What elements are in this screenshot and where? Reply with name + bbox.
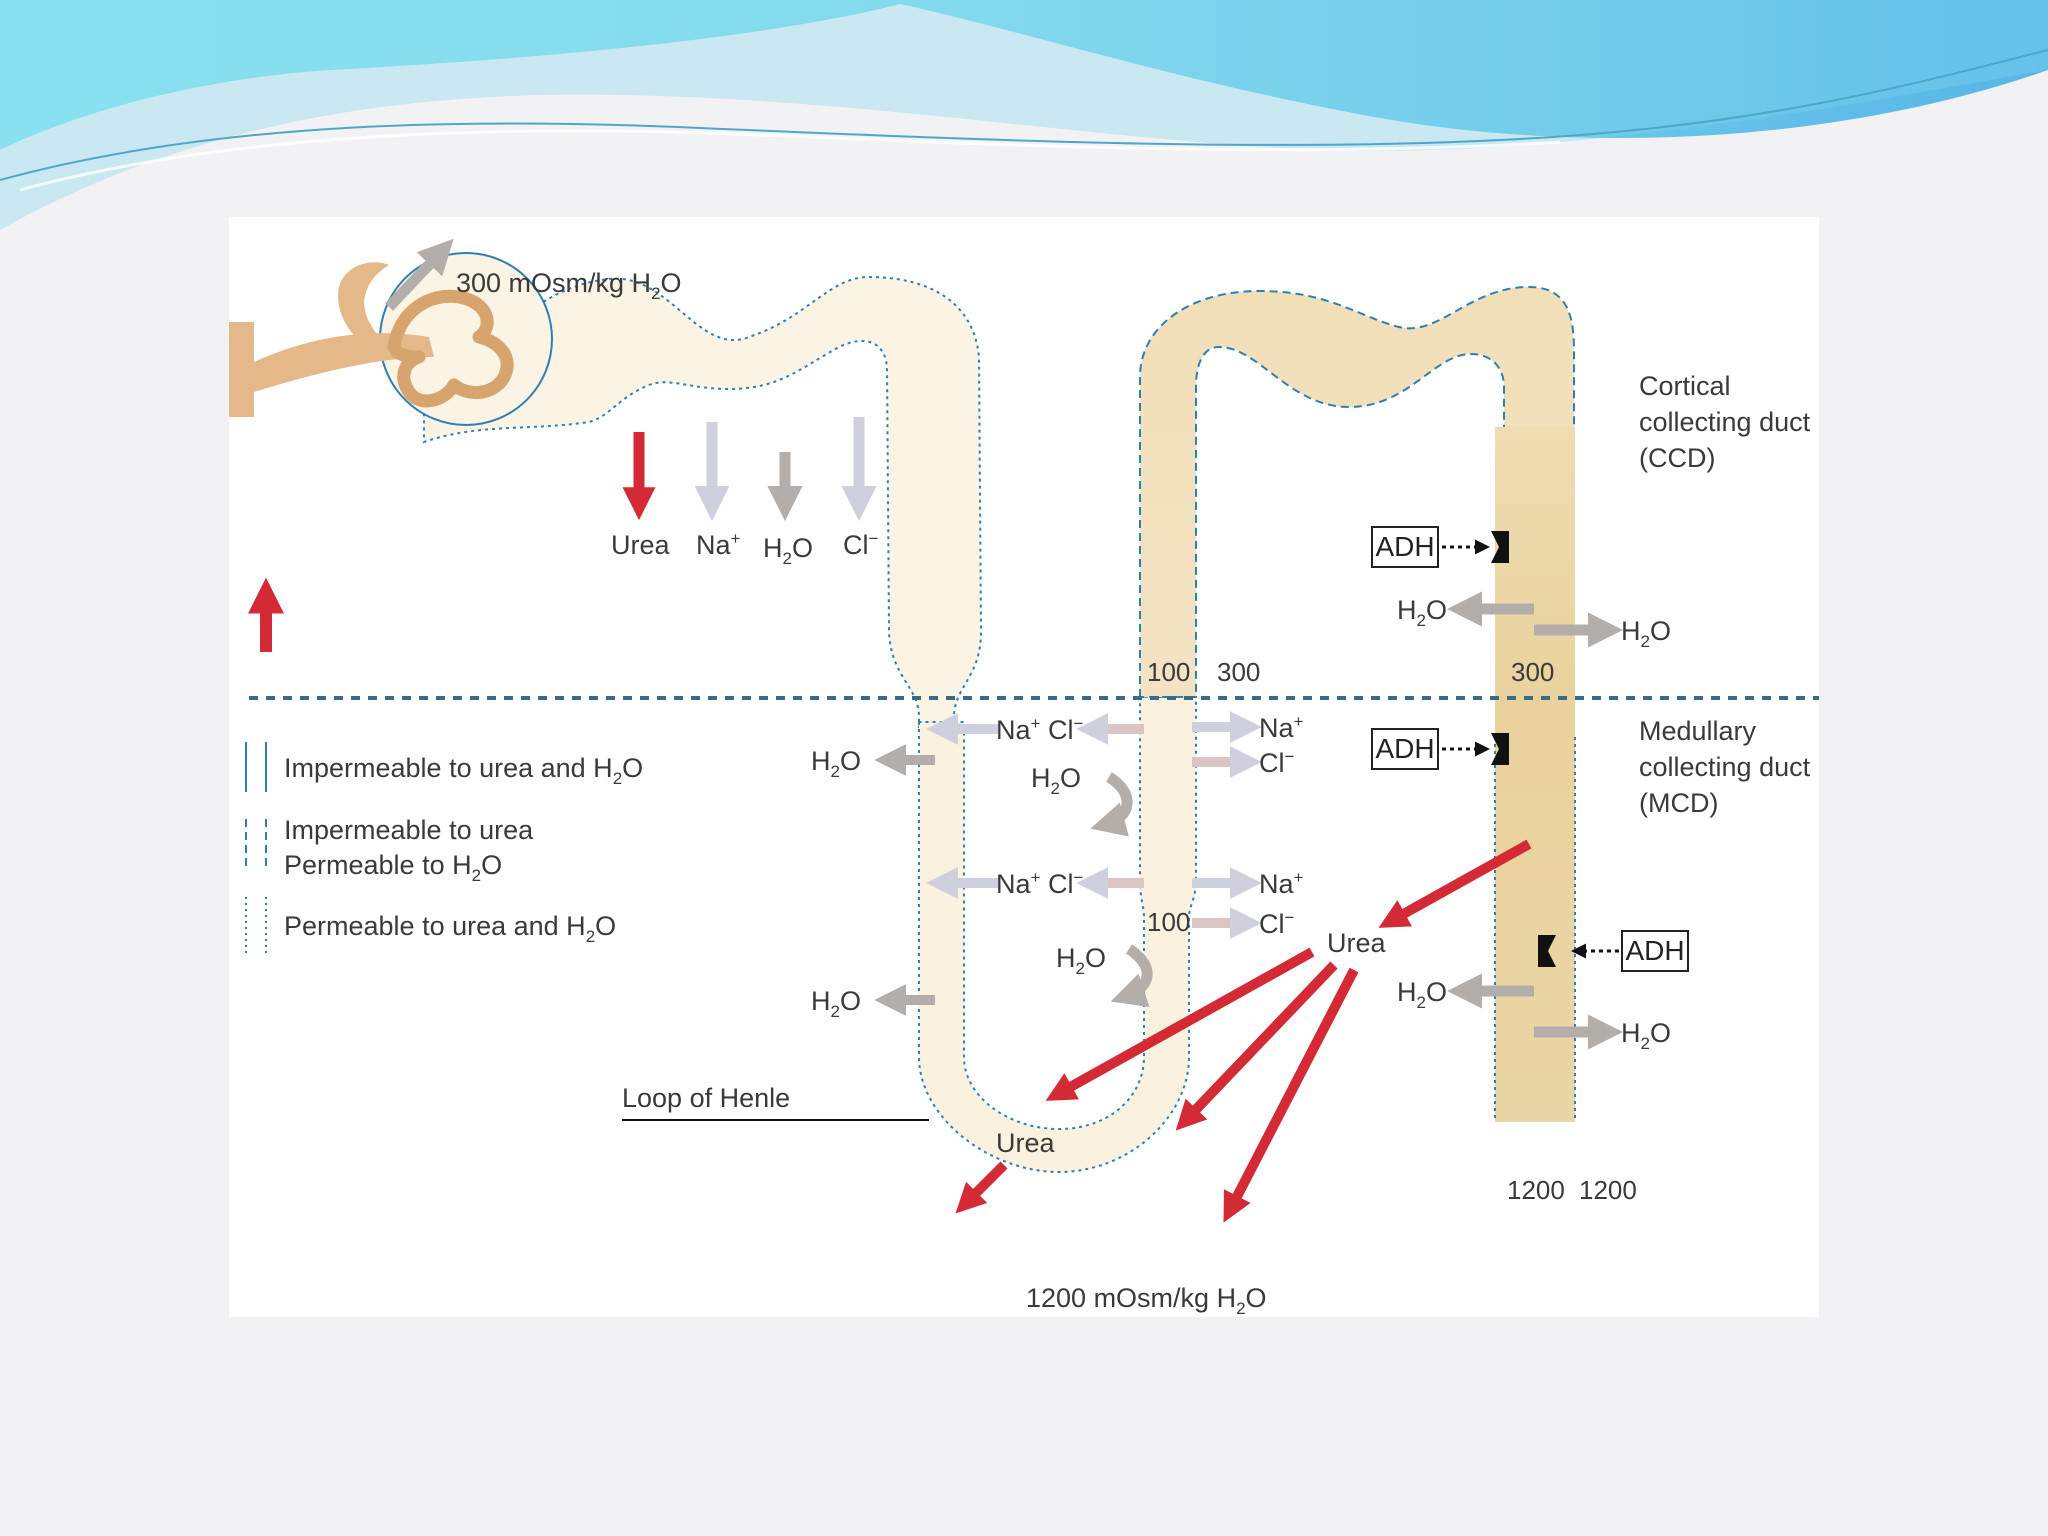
asc-h2o-label-1: H2O	[1031, 763, 1081, 798]
mcd-h2o-right-label: H2O	[1621, 1018, 1671, 1053]
adh-inner-label: ADH	[1625, 935, 1684, 966]
cortical-label-1: Cortical	[1639, 371, 1731, 401]
desc-h2o-label-1: H2O	[811, 746, 861, 781]
na-label-proximal: Na+	[696, 529, 741, 560]
ccd-h2o-left-label: H2O	[1397, 595, 1447, 630]
medullary-label-3: (MCD)	[1639, 788, 1718, 818]
cl-label-proximal: Cl−	[843, 529, 879, 560]
adh-cortical: ADH	[1371, 526, 1509, 568]
h2o-curve-arrow-1	[1090, 772, 1133, 837]
urea-label-proximal: Urea	[611, 530, 671, 560]
bottom-osm-label: 1200 mOsm/kg H2O	[1026, 1283, 1267, 1317]
ccd-h2o-right-label: H2O	[1621, 616, 1671, 651]
top-osm-label: 300 mOsm/kg H2O	[456, 268, 682, 303]
adh-cortical-label: ADH	[1375, 531, 1434, 562]
na-out-label-1: Na+	[1259, 712, 1304, 743]
na-out-label-2: Na+	[1259, 868, 1304, 899]
h2o-curve-arrow-2	[1110, 944, 1153, 1008]
efferent-arrow	[385, 238, 454, 311]
urea-label-interstitium: Urea	[1327, 928, 1387, 958]
nephron-diagram: ADH ADH ADH	[229, 238, 1819, 1317]
urea-label-loop: Urea	[996, 1128, 1056, 1158]
num-1200-left: 1200	[1507, 1175, 1565, 1205]
legend-dotted-label: Permeable to urea and H2O	[284, 911, 616, 946]
num-1200-right: 1200	[1579, 1175, 1637, 1205]
desc-h2o-label-2: H2O	[811, 986, 861, 1021]
asc-h2o-label-2: H2O	[1056, 943, 1106, 978]
adh-medullary: ADH	[1371, 728, 1509, 770]
legend-solid-label: Impermeable to urea and H2O	[284, 753, 643, 788]
medullary-label-1: Medullary	[1639, 716, 1757, 746]
legend: Impermeable to urea and H2O Impermeable …	[245, 742, 643, 953]
cortical-label-3: (CCD)	[1639, 443, 1715, 473]
cl-out-label-2: Cl−	[1259, 908, 1295, 939]
urea-to-loop-arrow-2	[1175, 961, 1338, 1131]
num-300-top: 300	[1217, 657, 1260, 687]
nacl-label-2: Na+ Cl−	[996, 868, 1083, 899]
diagram-panel: ADH ADH ADH	[229, 217, 1819, 1317]
urea-out-arrow	[1378, 839, 1532, 928]
header-wave	[0, 0, 2048, 230]
cortical-label-2: collecting duct	[1639, 407, 1811, 437]
loop-of-henle-label: Loop of Henle	[622, 1083, 790, 1113]
num-300-ccd: 300	[1511, 657, 1554, 687]
urea-into-loop-arrow	[955, 1161, 1008, 1214]
cl-out-label-1: Cl−	[1259, 747, 1295, 778]
glomerulus	[229, 252, 553, 426]
medullary-label-2: collecting duct	[1639, 752, 1811, 782]
adh-inner: ADH	[1538, 930, 1689, 972]
nacl-label-1: Na+ Cl−	[996, 714, 1083, 745]
num-100-mid: 100	[1147, 907, 1190, 937]
adh-medullary-label: ADH	[1375, 733, 1434, 764]
num-100-top: 100	[1147, 657, 1190, 687]
legend-dashed-line1: Impermeable to urea	[284, 815, 534, 845]
urea-to-loop-arrow-1	[1045, 947, 1315, 1101]
mcd-h2o-left-label: H2O	[1397, 977, 1447, 1012]
h2o-label-proximal: H2O	[763, 533, 813, 568]
proximal-tubule	[423, 275, 983, 728]
urea-to-loop-arrow-3	[1223, 967, 1359, 1223]
legend-dashed-line2: Permeable to H2O	[284, 850, 502, 885]
